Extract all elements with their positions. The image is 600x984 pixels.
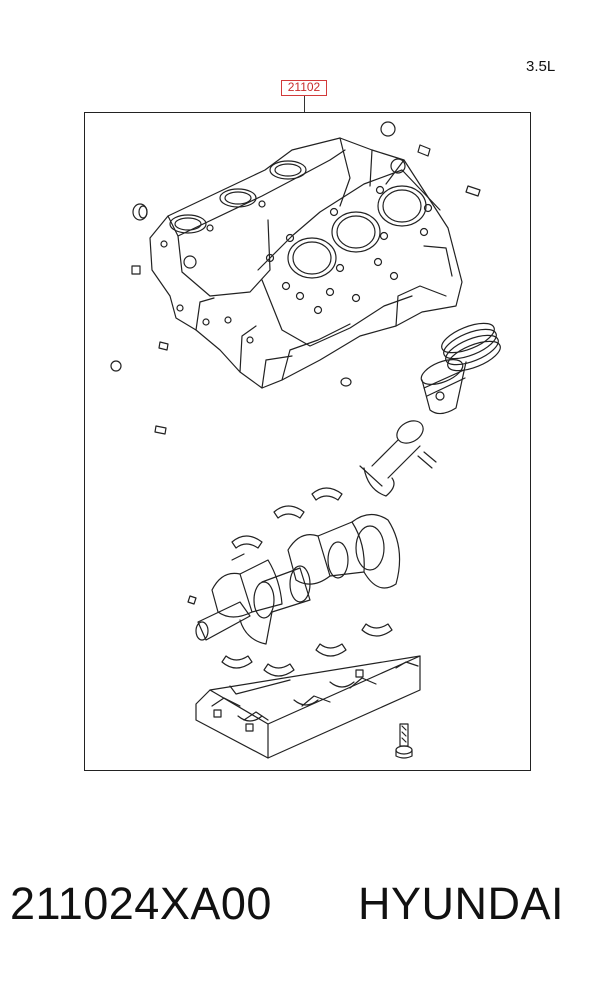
assembly-frame — [84, 112, 531, 771]
connecting-rod — [359, 420, 437, 497]
footer: 211024XA00 HYUNDAI — [0, 878, 600, 948]
crankshaft — [187, 513, 401, 645]
engine-variant-label: 3.5L — [526, 58, 556, 75]
piston — [420, 358, 467, 415]
main-bearing-bedplate — [195, 655, 421, 759]
bearing-shells — [221, 487, 393, 722]
dowel-pins — [131, 144, 481, 435]
engine-block — [149, 137, 463, 389]
part-callout-label[interactable]: 21102 — [281, 80, 327, 96]
callout-leader-line — [304, 96, 305, 112]
brand-name: HYUNDAI — [358, 878, 565, 929]
part-number: 211024XA00 — [10, 878, 272, 929]
bedplate-bolt — [395, 723, 413, 759]
piston-rings — [441, 322, 501, 372]
core-plugs — [110, 121, 406, 387]
